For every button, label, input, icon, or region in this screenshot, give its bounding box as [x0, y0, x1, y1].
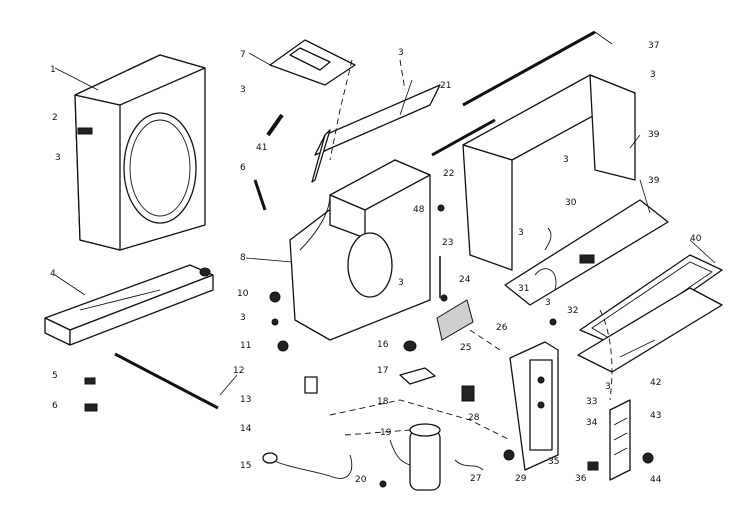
callout-3: 3 — [545, 298, 551, 308]
nut-10 — [269, 291, 281, 303]
screw-5 — [84, 377, 96, 385]
callout-6: 6 — [52, 401, 58, 411]
callout-41: 41 — [256, 143, 267, 153]
knob-29 — [503, 449, 515, 461]
callout-44: 44 — [650, 475, 662, 485]
callout-23: 23 — [442, 238, 453, 248]
bushing-18 — [403, 340, 417, 352]
control-panel — [609, 399, 631, 481]
callout-5: 5 — [52, 371, 58, 381]
callout-3: 3 — [240, 313, 246, 323]
callout-7: 7 — [240, 50, 246, 60]
plate-25 — [436, 299, 474, 341]
callout-22: 22 — [443, 169, 454, 179]
callout-3: 3 — [398, 48, 404, 58]
control-box — [509, 341, 559, 471]
callout-3: 3 — [55, 153, 61, 163]
callout-4: 4 — [50, 269, 56, 279]
screw-24 — [440, 294, 448, 302]
callout-17: 17 — [377, 366, 388, 376]
callout-39: 39 — [648, 130, 660, 140]
callout-28: 28 — [468, 413, 480, 423]
screw-32 — [549, 318, 557, 326]
callout-3: 3 — [650, 70, 656, 80]
screw-36 — [587, 461, 599, 471]
callout-29: 29 — [515, 474, 527, 484]
clip-30 — [544, 227, 552, 251]
wrapper — [462, 74, 636, 271]
callout-16: 16 — [377, 340, 389, 350]
callout-37: 37 — [648, 41, 659, 51]
top-bracket — [269, 39, 356, 86]
callout-40: 40 — [690, 234, 702, 244]
callout-3: 3 — [563, 155, 569, 165]
callout-48: 48 — [413, 205, 425, 215]
callout-10: 10 — [237, 289, 249, 299]
callout-18: 18 — [377, 397, 389, 407]
callout-3: 3 — [240, 85, 246, 95]
callout-13: 13 — [240, 395, 251, 405]
bar-37 — [462, 30, 596, 107]
callout-11: 11 — [240, 341, 251, 351]
knob-44 — [642, 452, 654, 464]
callout-21: 21 — [440, 81, 451, 91]
callout-6: 6 — [240, 163, 246, 173]
base-pan — [44, 264, 214, 346]
assembly-lines — [329, 59, 613, 441]
callout-39: 39 — [648, 176, 660, 186]
top-plate — [311, 84, 441, 183]
front-panel — [74, 54, 206, 251]
callout-14: 14 — [240, 424, 252, 434]
callout-1: 1 — [50, 65, 56, 75]
callout-3: 3 — [518, 228, 524, 238]
callout-24: 24 — [459, 275, 471, 285]
shaft-6 — [253, 179, 267, 211]
leader-lines — [54, 31, 716, 396]
callout-20: 20 — [355, 475, 367, 485]
callout-32: 32 — [567, 306, 578, 316]
clip-13 — [304, 376, 318, 394]
callout-25: 25 — [460, 343, 471, 353]
callout-34: 34 — [586, 418, 598, 428]
callout-19: 19 — [380, 428, 392, 438]
callout-35: 35 — [548, 457, 559, 467]
callout-42: 42 — [650, 378, 661, 388]
screw-6 — [84, 403, 98, 412]
rod-22 — [431, 118, 496, 157]
callout-33: 33 — [586, 397, 597, 407]
capacitor — [409, 423, 441, 491]
callout-43: 43 — [650, 411, 661, 421]
callout-2: 2 — [52, 113, 58, 123]
wire-19 — [389, 439, 411, 466]
bottom-tray — [504, 199, 669, 306]
rod — [114, 352, 219, 410]
callout-3: 3 — [605, 382, 611, 392]
callout-3: 3 — [398, 278, 404, 288]
screw-20 — [379, 480, 387, 488]
callout-36: 36 — [575, 474, 587, 484]
callout-15: 15 — [240, 461, 251, 471]
nut-11 — [277, 340, 289, 352]
shroud — [289, 159, 431, 341]
filter-42 — [577, 287, 723, 373]
switch-28 — [461, 385, 475, 402]
callout-30: 30 — [565, 198, 577, 208]
wire-31 — [534, 268, 557, 291]
screw-48 — [437, 204, 445, 212]
callout-labels: 1 2 3 3 4 5 6 7 3 41 6 8 10 3 11 12 13 1… — [50, 41, 702, 485]
callout-31: 31 — [518, 284, 529, 294]
wire-27 — [454, 459, 484, 471]
callout-8: 8 — [240, 253, 246, 263]
spring-41 — [266, 113, 284, 137]
callout-26: 26 — [496, 323, 508, 333]
screw-3a — [271, 318, 279, 326]
bracket-17 — [399, 367, 436, 385]
callout-12: 12 — [233, 366, 244, 376]
power-cord — [262, 452, 353, 479]
callout-27: 27 — [470, 474, 481, 484]
